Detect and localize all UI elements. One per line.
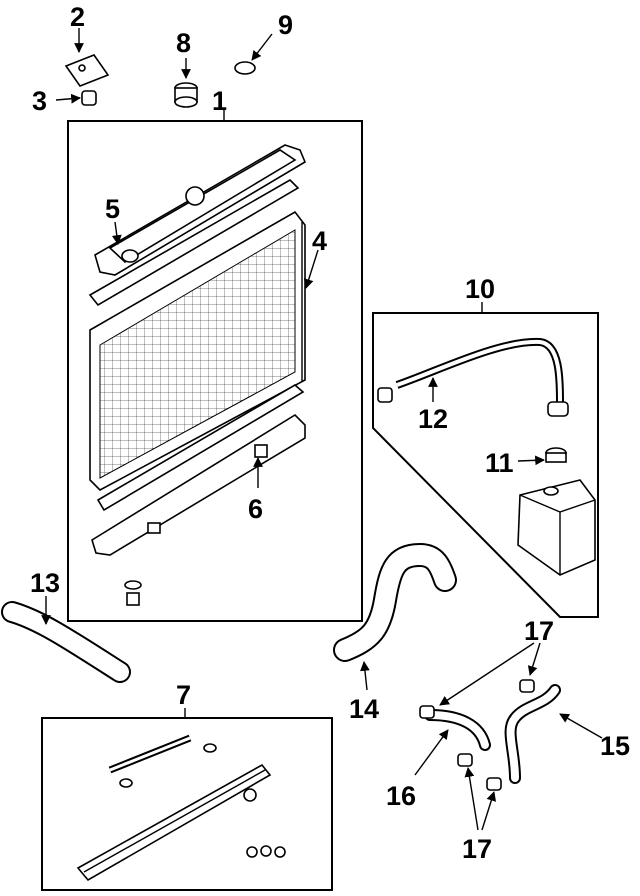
oil-cooler-box	[41, 717, 333, 891]
reservoir-hose-icon	[377, 337, 569, 417]
radiator-assembly-box	[67, 120, 363, 622]
bracket-icon	[64, 54, 110, 87]
callout-12: 12	[418, 404, 448, 434]
callout-17-top: 17	[524, 616, 554, 646]
bushing-icon	[81, 90, 97, 106]
callout-11: 11	[485, 448, 514, 478]
oil-cooler-icon	[76, 763, 286, 882]
callout-8: 8	[176, 28, 191, 58]
callout-13: 13	[30, 568, 60, 598]
callout-2: 2	[70, 2, 85, 32]
upper-tank-icon	[94, 144, 307, 276]
callout-16: 16	[386, 781, 416, 811]
lower-seal-icon	[96, 384, 305, 512]
upper-hose-icon	[1, 601, 131, 683]
oil-cooler-tube-icon	[108, 734, 217, 788]
callout-15: 15	[600, 731, 630, 761]
callout-7: 7	[176, 680, 191, 710]
upper-seal-icon	[88, 179, 300, 307]
callout-10: 10	[465, 274, 495, 304]
small-hose-b-icon	[504, 684, 561, 784]
coolant-reservoir-icon	[517, 479, 596, 576]
callout-9: 9	[278, 10, 293, 40]
callout-3: 3	[32, 86, 47, 116]
radiator-cap-icon	[174, 82, 198, 108]
gasket-icon	[234, 61, 256, 75]
clamp-icon	[419, 679, 535, 791]
reservoir-cap-icon	[545, 447, 567, 463]
callout-1: 1	[212, 86, 227, 116]
reservoir-box	[372, 312, 599, 618]
radiator-core-icon	[89, 210, 306, 491]
drain-plug-icon	[124, 580, 142, 606]
lower-tank-icon	[91, 413, 306, 556]
callout-4: 4	[312, 226, 327, 256]
callout-6: 6	[248, 494, 263, 524]
callout-17-bottom: 17	[462, 834, 492, 864]
lower-hose-icon	[333, 542, 457, 662]
small-hose-a-icon	[424, 709, 491, 751]
callout-5: 5	[105, 194, 120, 224]
callout-14: 14	[349, 694, 379, 724]
